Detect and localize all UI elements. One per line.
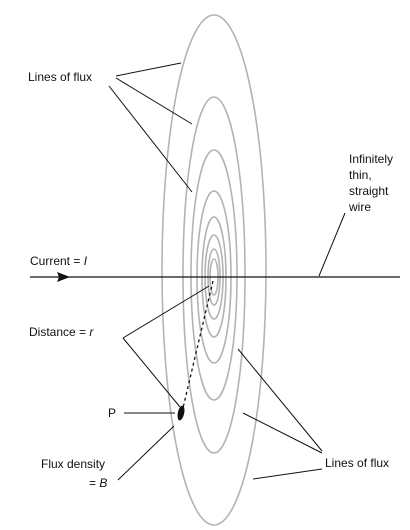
point-label: P: [108, 406, 116, 420]
wire-label-line3: straight: [349, 184, 389, 198]
leader-flux-bottom-3: [252, 468, 323, 480]
leader-flux-density: [117, 425, 175, 481]
flux-ring-1: [161, 14, 267, 526]
distance-label: Distance = r: [29, 325, 94, 339]
leader-flux-top-2: [115, 77, 193, 125]
wire-label-line1: Infinitely: [349, 152, 393, 166]
current-label: Current = I: [30, 254, 88, 268]
flux-lines-top-label: Lines of flux: [28, 70, 92, 84]
current-arrow-icon: [57, 272, 70, 282]
wire-label-line4: wire: [348, 200, 371, 214]
flux-rings: [161, 14, 267, 526]
leader-flux-top-1: [115, 62, 182, 77]
leader-distance-1: [122, 285, 210, 339]
leader-flux-bottom-1: [237, 348, 323, 452]
leader-wire: [318, 212, 346, 277]
distance-dashed-line: [182, 280, 214, 409]
leader-distance-2: [122, 337, 181, 408]
flux-ring-2: [182, 96, 246, 454]
leader-lines: [108, 62, 346, 481]
flux-lines-bottom-label: Lines of flux: [325, 456, 389, 470]
flux-density-label-line1: Flux density: [41, 457, 105, 471]
wire-label-line2: thin,: [349, 168, 372, 182]
flux-ring-3: [190, 149, 238, 401]
flux-density-label-line2: = B: [89, 476, 107, 490]
leader-flux-bottom-2: [242, 412, 323, 454]
leader-flux-top-3: [108, 85, 193, 193]
point-p-marker: [177, 405, 185, 421]
